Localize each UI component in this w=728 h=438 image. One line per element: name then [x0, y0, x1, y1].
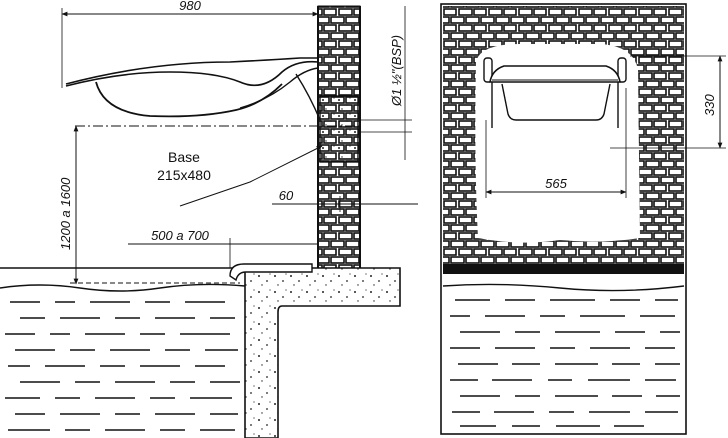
- cascade-front: [483, 57, 627, 128]
- base-label-line1: Base: [168, 149, 200, 165]
- base-block: [319, 95, 359, 163]
- pool-water: [0, 283, 246, 431]
- coping-edge: [229, 263, 313, 282]
- front-view: 330 565: [440, 3, 726, 435]
- cascade-profile: [65, 57, 321, 121]
- height-dim-label: 1200 a 1600: [58, 177, 73, 250]
- width-565-label: 565: [545, 176, 567, 191]
- base-leader-line: [179, 145, 323, 207]
- concrete-deck: [229, 263, 401, 438]
- height-330-label: 330: [702, 94, 717, 116]
- brick-wall-column: [317, 5, 361, 269]
- distance-dim-label: 500 a 700: [151, 228, 210, 243]
- ground-band: [443, 264, 684, 274]
- dimension-height-330: 330: [610, 55, 726, 149]
- pipe-dim-label: Ø1 ½"(BSP): [389, 35, 404, 107]
- base-label-line2: 215x480: [157, 167, 211, 183]
- front-water-lines: [450, 299, 680, 427]
- offset-dim-label: 60: [279, 188, 294, 203]
- dimension-width-980: 980: [61, 0, 319, 88]
- dimension-height: 1200 a 1600: [58, 125, 79, 285]
- width-dim-label: 980: [179, 0, 201, 13]
- dimension-distance: 500 a 700: [128, 228, 318, 268]
- dimension-offset-60: 60: [272, 188, 418, 212]
- dimension-width-565: 565: [485, 88, 627, 198]
- side-view: 980 Ø1 ½"(BSP) Base 215x480 60 1200 a 16…: [0, 0, 418, 438]
- dimension-pipe: Ø1 ½"(BSP): [360, 6, 412, 160]
